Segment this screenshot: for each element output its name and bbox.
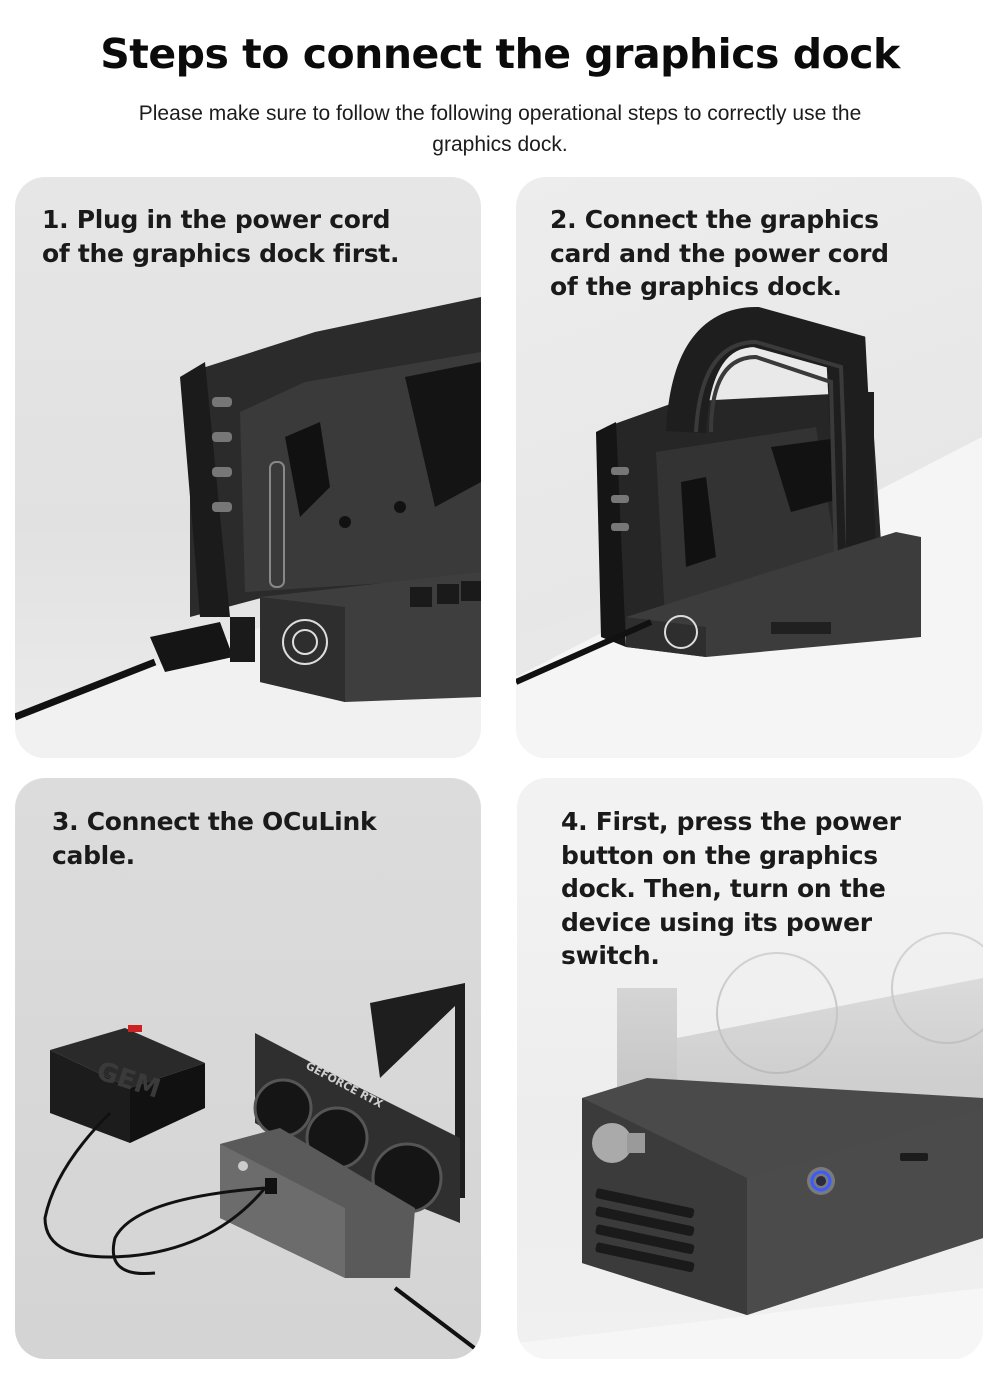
step-card-1: 1. Plug in the power cord of the graphic… [15, 177, 481, 758]
graphics-card-on-dock-with-power-cord-illustration [15, 177, 481, 758]
step-3-text: 3. Connect the OCuLink cable. [52, 807, 377, 870]
dock-power-button-closeup-illustration [517, 778, 983, 1359]
step-card-2: 2. Connect the graphics card and the pow… [516, 177, 982, 758]
step-1-text: 1. Plug in the power cord of the graphic… [42, 205, 400, 268]
power-button-icon [807, 1167, 835, 1195]
step-2-text: 2. Connect the graphics card and the pow… [550, 205, 889, 301]
mini-pc-connected-to-dock-via-oculink-illustration: GEM GEFORCE RTX [15, 778, 481, 1359]
step-card-4: 4. First, press the power button on the … [517, 778, 983, 1359]
page-title: Steps to connect the graphics dock [100, 30, 900, 78]
page-subtitle: Please make sure to follow the following… [138, 102, 862, 156]
step-4-text: 4. First, press the power button on the … [561, 807, 901, 970]
graphics-card-with-power-cables-on-dock-illustration [516, 177, 982, 758]
step-card-3: GEM GEFORCE RTX 3. Connect the OCuLink c… [15, 778, 481, 1359]
